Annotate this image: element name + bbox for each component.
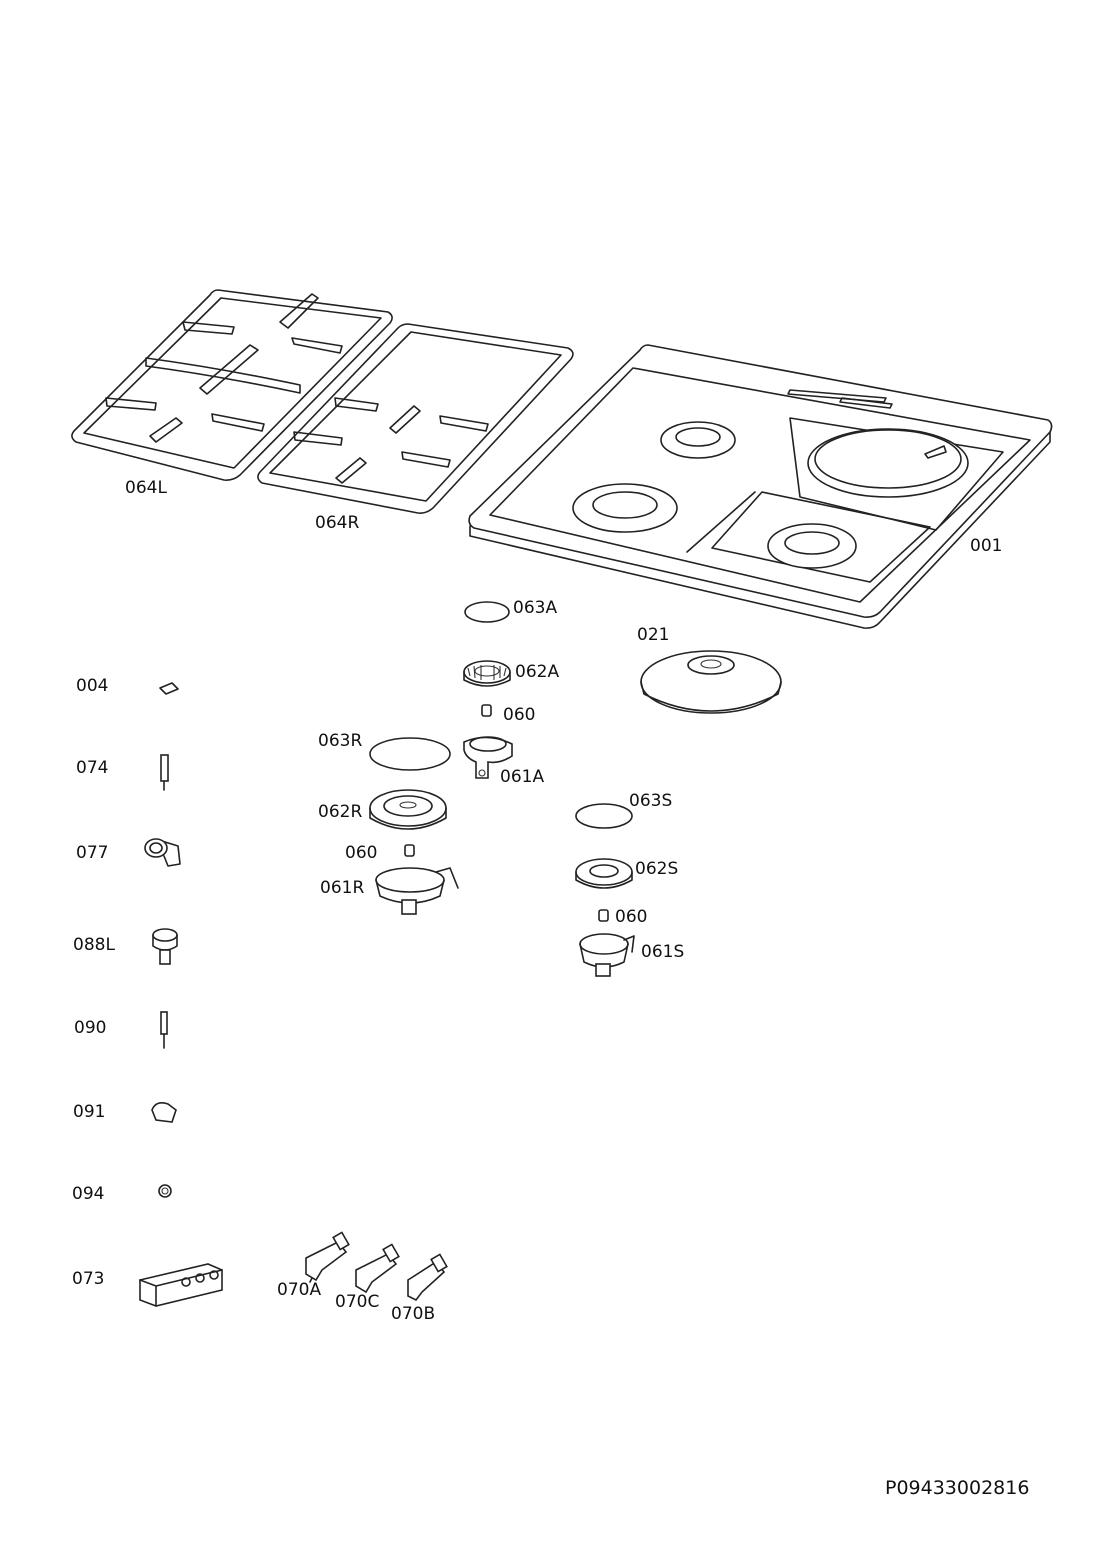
gas-tap-070C[interactable] [355,1243,400,1294]
label-004: 004 [76,676,108,696]
document-code: P09433002816 [885,1477,1029,1499]
label-062A: 062A [515,662,559,682]
burner-base-061A[interactable] [463,736,513,779]
label-060-a: 060 [503,705,535,725]
label-088L: 088L [73,935,115,955]
burner-cap-063S[interactable] [575,803,633,829]
injector-060-c[interactable] [598,909,609,922]
part-090-spark-plug[interactable] [160,1011,168,1049]
burner-cap-063R[interactable] [369,737,451,771]
part-073-switch-block[interactable] [139,1263,223,1307]
pan-support-right-064R[interactable] [257,323,574,514]
gas-tap-070B[interactable] [407,1253,448,1302]
gas-tap-070A[interactable] [305,1231,350,1283]
hob-top-001[interactable] [468,344,1053,629]
part-077-elbow[interactable] [144,838,181,867]
label-061R: 061R [320,878,364,898]
burner-cap-063A[interactable] [464,601,510,623]
label-073: 073 [72,1269,104,1289]
part-091-holder[interactable] [151,1102,177,1123]
label-094: 094 [72,1184,104,1204]
label-064R: 064R [315,513,359,533]
injector-060-a[interactable] [481,704,492,717]
label-074: 074 [76,758,108,778]
burner-crown-062A[interactable] [463,660,511,687]
label-063S: 063S [629,791,672,811]
burner-base-061R[interactable] [375,867,459,915]
hotplate-021[interactable] [640,650,782,714]
injector-060-b[interactable] [404,844,415,857]
label-063R: 063R [318,731,362,751]
burner-crown-062S[interactable] [575,858,633,889]
pan-support-left-064L[interactable] [71,289,393,481]
burner-base-061S[interactable] [579,933,635,977]
label-021: 021 [637,625,669,645]
label-077: 077 [76,843,108,863]
part-004-clip[interactable] [159,682,179,695]
label-070A: 070A [277,1280,321,1300]
part-088L-knob[interactable] [152,928,178,965]
label-091: 091 [73,1102,105,1122]
label-062S: 062S [635,859,678,879]
label-001: 001 [970,536,1002,556]
label-062R: 062R [318,802,362,822]
label-070B: 070B [391,1304,435,1324]
label-061S: 061S [641,942,684,962]
label-060-b: 060 [345,843,377,863]
label-060-c: 060 [615,907,647,927]
part-074-thermocouple[interactable] [160,754,169,791]
label-070C: 070C [335,1292,379,1312]
label-090: 090 [74,1018,106,1038]
burner-crown-062R[interactable] [369,789,447,830]
label-063A: 063A [513,598,557,618]
label-064L: 064L [125,478,167,498]
label-061A: 061A [500,767,544,787]
part-094-ring[interactable] [158,1184,172,1198]
